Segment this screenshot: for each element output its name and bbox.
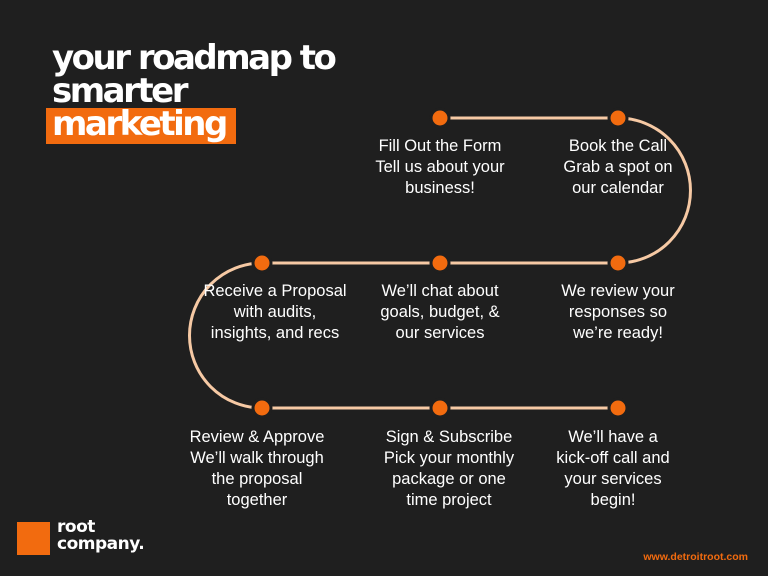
title-line-2: smarter [52, 71, 188, 111]
step-text: business! [405, 179, 475, 197]
step-marker [251, 252, 273, 274]
page-title: your roadmap to smarter marketing [46, 38, 337, 144]
logo-square-icon [17, 522, 50, 555]
step-text: our services [395, 324, 485, 342]
title-line-1: your roadmap to [52, 38, 337, 78]
step-marker [251, 397, 273, 419]
step-text: package or one [392, 470, 506, 488]
step-title: Book the Call [568, 137, 668, 155]
step-text: Pick your monthly [383, 449, 515, 467]
step-fill-out-form: Fill Out the Form Tell us about your bus… [345, 136, 535, 199]
step-text: Tell us about your [375, 158, 505, 176]
brand-logo: root company. [57, 517, 145, 554]
step-title: Receive a Proposal [203, 282, 347, 300]
step-text: goals, budget, & [380, 303, 500, 321]
step-marker [429, 252, 451, 274]
step-marker [429, 397, 451, 419]
step-text: your services [564, 470, 662, 488]
step-text: We review your [561, 282, 675, 300]
step-text: We’ll have a [568, 428, 658, 446]
title-highlight: marketing [46, 107, 236, 144]
step-title: Fill Out the Form [378, 137, 502, 155]
step-receive-proposal: Receive a Proposal with audits, insights… [180, 281, 370, 344]
step-text: responses so [568, 303, 668, 321]
step-text: together [226, 491, 288, 509]
step-marker [607, 252, 629, 274]
step-text: We’ll chat about [381, 282, 499, 300]
step-text: time project [406, 491, 492, 509]
step-kick-off: We’ll have a kick-off call and your serv… [518, 427, 708, 511]
step-marker [607, 107, 629, 129]
step-review-responses: We review your responses so we’re ready! [523, 281, 713, 344]
step-title: Sign & Subscribe [385, 428, 513, 446]
step-text: our calendar [572, 179, 664, 197]
brand-name-line-2: company. [57, 534, 145, 554]
step-book-call: Book the Call Grab a spot on our calenda… [523, 136, 713, 199]
step-chat: We’ll chat about goals, budget, & our se… [345, 281, 535, 344]
step-marker [607, 397, 629, 419]
step-title: Review & Approve [189, 428, 325, 446]
step-text: with audits, [233, 303, 317, 321]
step-marker [429, 107, 451, 129]
step-text: insights, and recs [210, 324, 340, 342]
step-text: we’re ready! [573, 324, 663, 342]
step-sign-subscribe: Sign & Subscribe Pick your monthly packa… [354, 427, 544, 511]
step-text: kick-off call and [556, 449, 670, 467]
step-text: the proposal [211, 470, 303, 488]
step-text: We’ll walk through [190, 449, 324, 467]
website-link[interactable]: www.detroitroot.com [643, 551, 748, 563]
step-text: begin! [590, 491, 636, 509]
brand-name-line-1: root [57, 517, 95, 537]
step-text: Grab a spot on [563, 158, 673, 176]
step-review-approve: Review & Approve We’ll walk through the … [162, 427, 352, 511]
